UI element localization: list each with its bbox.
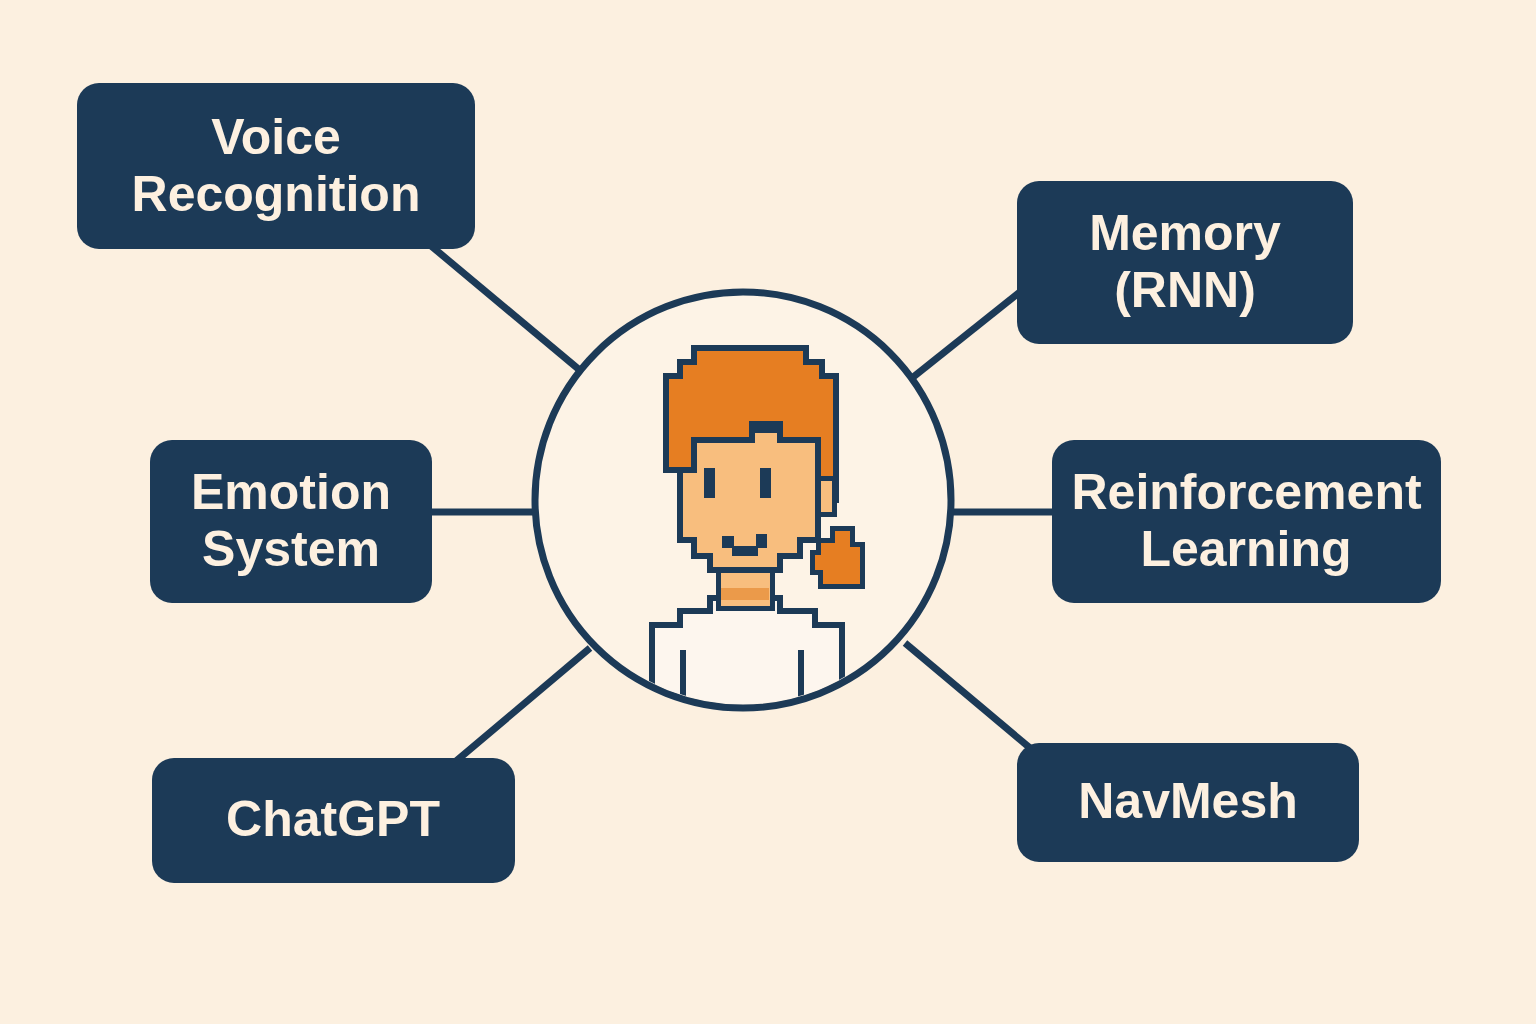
avatar-neck bbox=[718, 568, 772, 608]
spoke-line bbox=[455, 648, 590, 762]
spoke-line bbox=[905, 643, 1030, 748]
process-box: Voice Recognition bbox=[77, 83, 475, 249]
avatar-eye bbox=[704, 468, 715, 498]
box-label: Voice Recognition bbox=[97, 109, 455, 224]
spoke-line bbox=[949, 509, 1055, 516]
spoke-lines bbox=[430, 245, 1055, 762]
process-box: ChatGPT bbox=[152, 758, 515, 883]
box-label: Emotion System bbox=[170, 464, 412, 579]
avatar-hair bbox=[666, 348, 836, 500]
pixel-avatar bbox=[652, 348, 862, 720]
process-box: Reinforcement Learning bbox=[1052, 440, 1441, 603]
avatar-ear bbox=[818, 478, 834, 514]
avatar-face bbox=[680, 430, 818, 570]
avatar-shirt-line bbox=[798, 650, 804, 710]
box-label: Reinforcement Learning bbox=[1072, 464, 1421, 579]
spoke-line bbox=[430, 509, 537, 516]
process-box: Emotion System bbox=[150, 440, 432, 603]
avatar-ponytail bbox=[812, 528, 862, 586]
avatar-shirt bbox=[652, 598, 842, 720]
process-box: Memory (RNN) bbox=[1017, 181, 1353, 344]
spoke-line bbox=[430, 245, 582, 372]
avatar-collar bbox=[721, 588, 769, 600]
box-label: NavMesh bbox=[1037, 773, 1339, 831]
box-label: Memory (RNN) bbox=[1037, 205, 1333, 320]
process-box: NavMesh bbox=[1017, 743, 1359, 862]
spoke-line bbox=[912, 288, 1025, 378]
avatar-mouth bbox=[756, 534, 767, 548]
box-label: ChatGPT bbox=[172, 791, 495, 849]
avatar-mouth bbox=[732, 546, 758, 556]
avatar-eye bbox=[760, 468, 771, 498]
avatar-shirt-line bbox=[680, 650, 686, 710]
